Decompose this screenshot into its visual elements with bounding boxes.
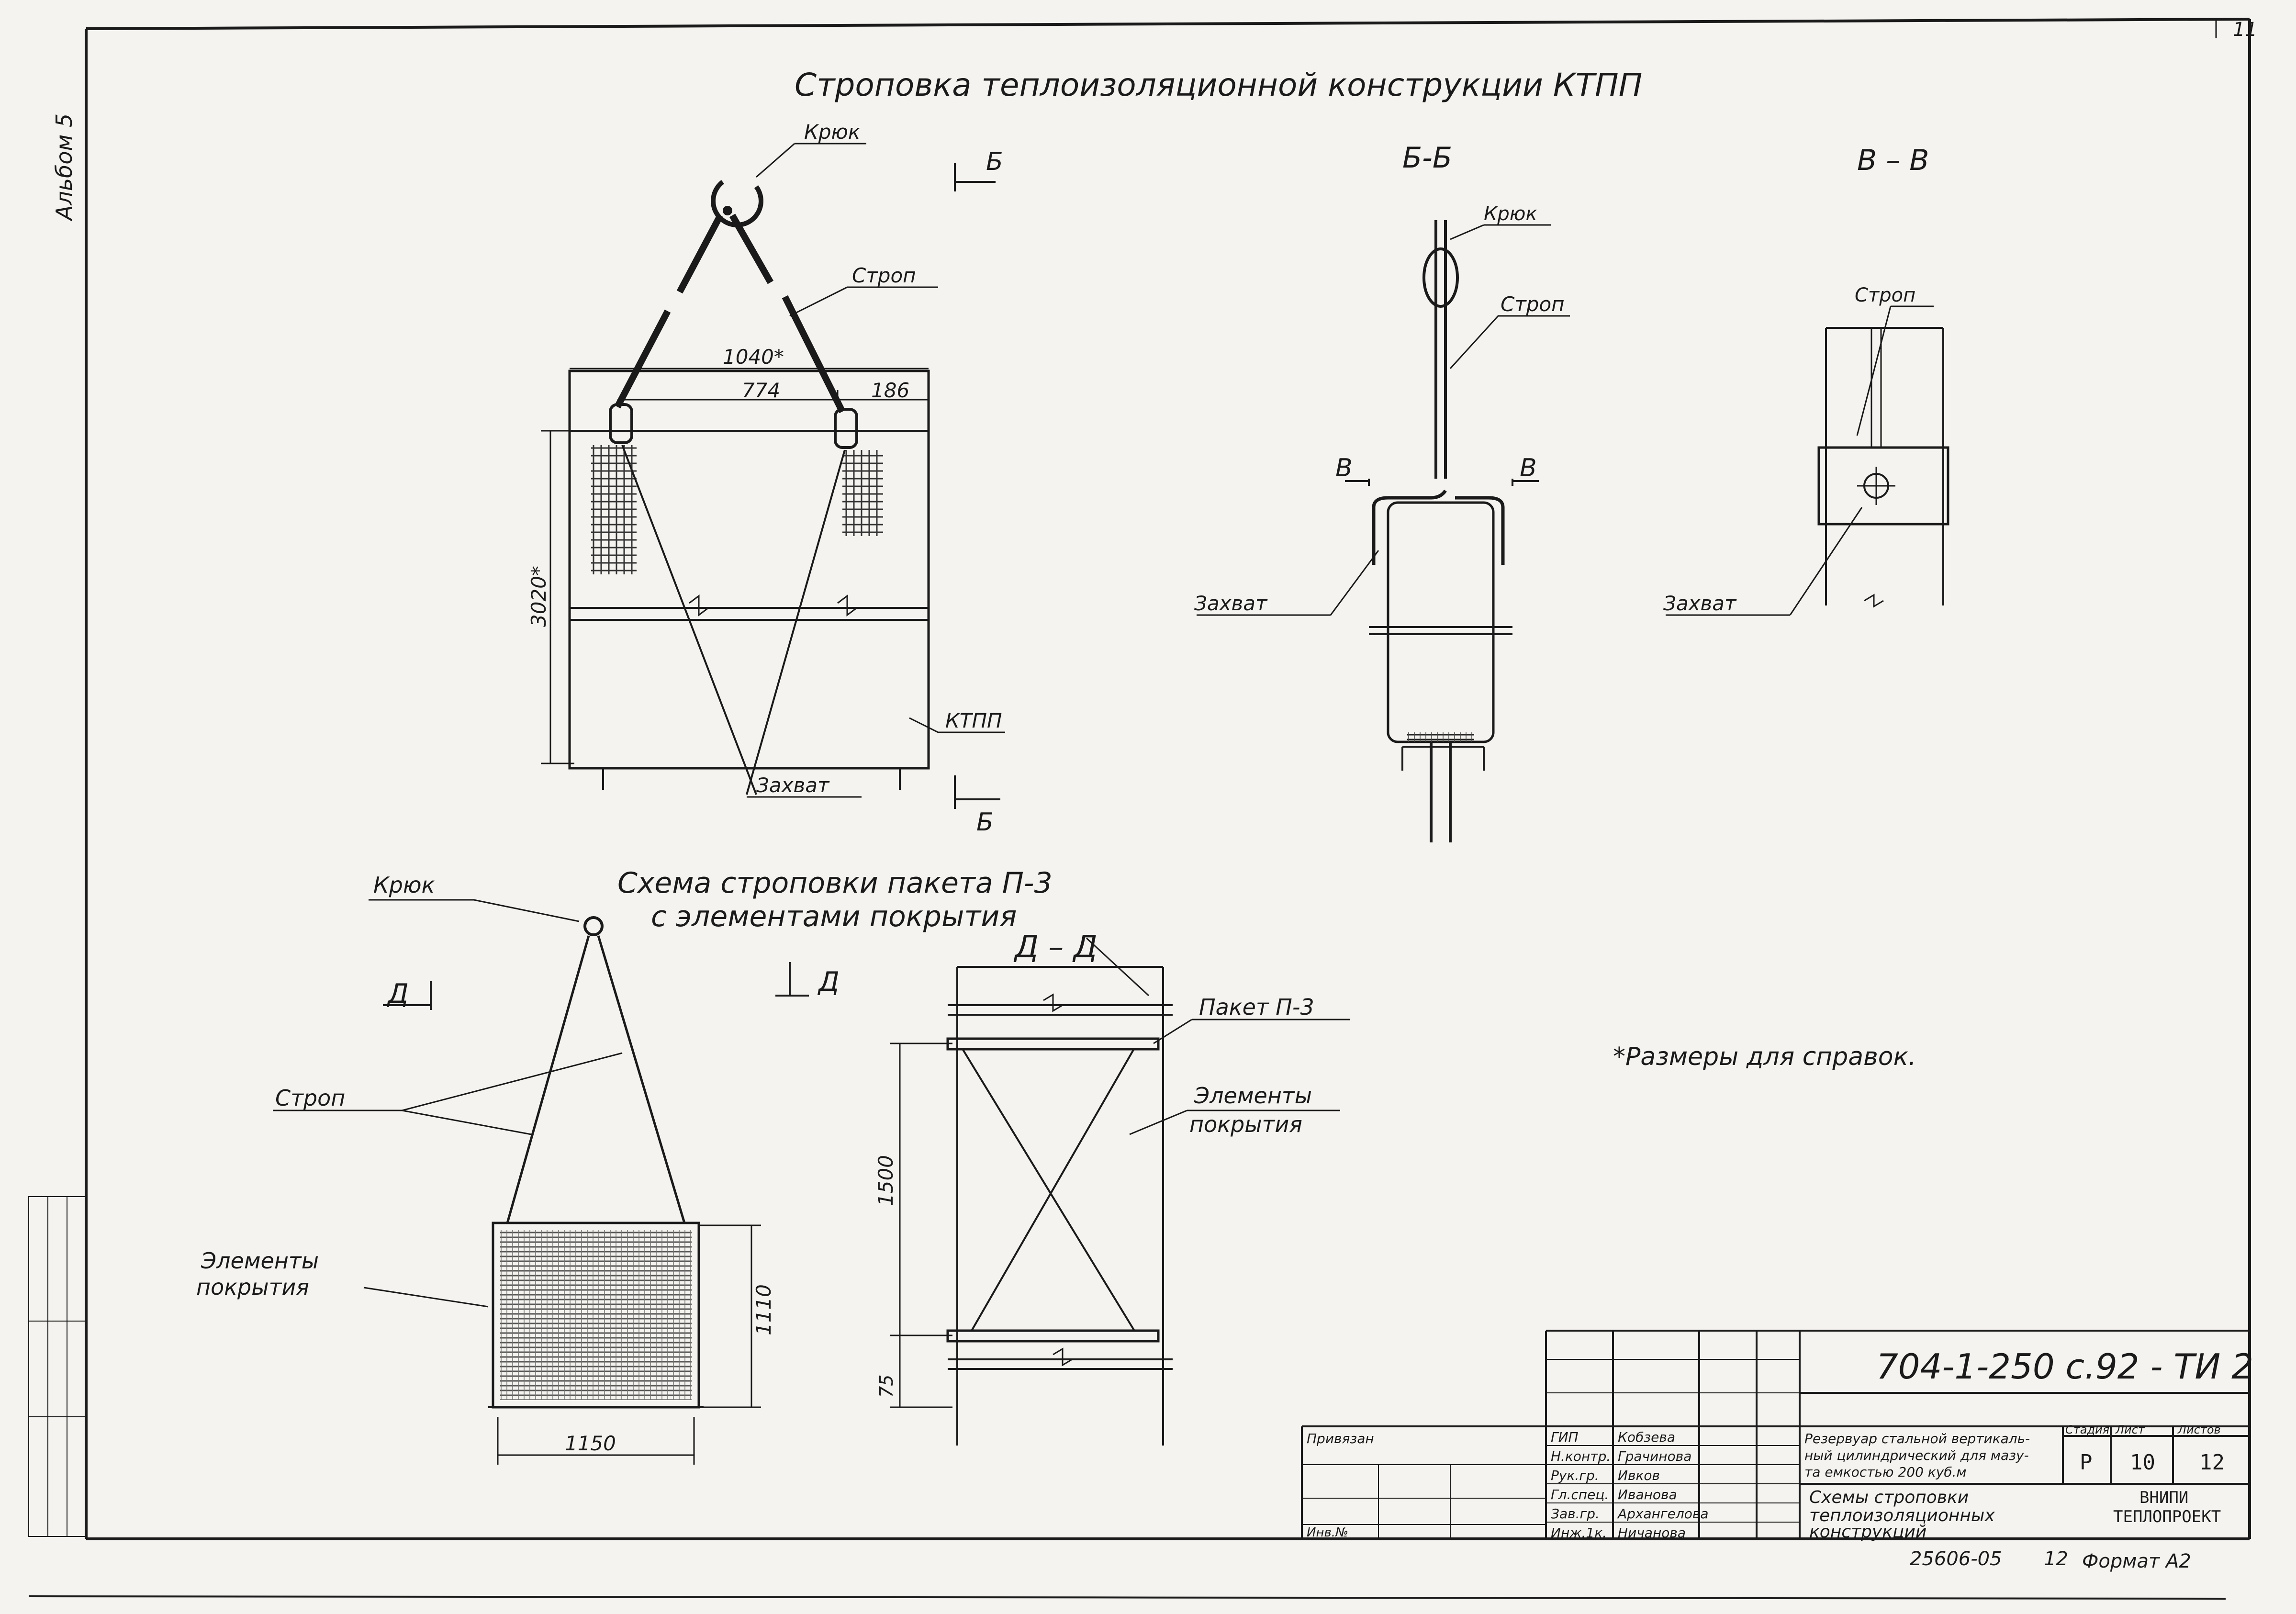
section-bb-grip-label: Захват [1194, 592, 1268, 615]
format-label: Формат А2 [2082, 1550, 2191, 1572]
document-code: 704-1-250 с.92 - ТИ 2 [1876, 1346, 2253, 1387]
drawing2-dim-height: 1110 [752, 1284, 775, 1335]
drawing1-slings [614, 213, 846, 414]
object-text-line2: ный цилиндрический для мазу- [1804, 1447, 2029, 1463]
inventory-label: Инв.№ [1307, 1525, 1348, 1540]
section-dd-elements-line1: Элементы [1194, 1083, 1312, 1109]
section-vv-title: В – В [1857, 144, 1929, 177]
section-cut-marker-top: Б [954, 147, 1003, 191]
section-dd-drawing [946, 966, 1173, 1446]
drawing2-elements-line1: Элементы [201, 1248, 319, 1274]
section-vv-grip-label: Захват [1663, 592, 1737, 615]
names-column: КобзеваГрачиноваИвковИвановаАрхангеловаН… [1617, 1429, 1709, 1541]
section-dd-dim-height: 1500 [874, 1155, 897, 1206]
sheet-title-line1: Схемы строповки [1809, 1488, 1969, 1507]
name-cell-2: Ивков [1618, 1468, 1660, 1483]
section-bb-drawing [1369, 220, 1512, 842]
stage-header: Стадия [2065, 1423, 2109, 1436]
drawing1-title: Строповка теплоизоляционной конструкции … [795, 67, 1642, 103]
svg-text:В: В [1335, 454, 1353, 482]
drawing1-dim-width: 1040* [723, 345, 784, 369]
drawing2-title-line2: с элементами покрытия [651, 900, 1017, 933]
organization-line1: ВНИПИ [2139, 1488, 2188, 1507]
object-text-line3: та емкостью 200 куб.м [1804, 1464, 1967, 1480]
section-bb-hook-label: Крюк [1484, 203, 1537, 225]
svg-text:Д: Д [817, 966, 840, 998]
drawing1-ktpp-label: КТПП [945, 709, 1002, 732]
name-cell-3: Иванова [1618, 1487, 1677, 1502]
sheet-title-line2: теплоизоляционных [1809, 1506, 1995, 1525]
role-cell-3: Гл.спец. [1551, 1487, 1609, 1502]
drawing2-elements-line2: покрытия [196, 1274, 309, 1300]
section-vv-cut-left: В [1335, 454, 1370, 486]
section-bb-title: Б-Б [1402, 141, 1452, 175]
drawing2-package [488, 1222, 704, 1409]
mesh-area-right [842, 450, 883, 536]
sheets-value: 12 [2199, 1450, 2225, 1475]
sheet-value: 10 [2130, 1450, 2155, 1475]
left-margin-stamp [28, 1196, 86, 1537]
copy-number: 12 [2044, 1548, 2068, 1570]
archive-number: 25606-05 [1910, 1548, 2002, 1570]
organization-line2: ТЕПЛОПРОЕКТ [2113, 1507, 2221, 1526]
approved-label: Привязан [1307, 1431, 1374, 1446]
section-dd-dimensions [890, 1042, 952, 1408]
drawing1-dim-side: 186 [871, 379, 909, 402]
name-cell-1: Грачинова [1618, 1448, 1691, 1464]
roles-column: ГИП Н.контр. Рук.гр. Гл.спец. Зав.гр. Инж.1к. [1551, 1429, 1611, 1541]
role-cell-4: Зав.гр. [1551, 1506, 1600, 1522]
section-dd-dim-bottom: 75 [876, 1375, 897, 1398]
section-dd-cut-left: Д [383, 978, 432, 1010]
section-vv-sling-label: Строп [1855, 284, 1915, 306]
section-dd-title: Д – Д [1013, 930, 1098, 965]
drawing2-hook [583, 916, 604, 936]
section-dd-cut-right: Д [775, 962, 840, 998]
section-dd-elements-line2: покрытия [1189, 1111, 1302, 1137]
section-bb-sling-label: Строп [1501, 292, 1565, 316]
drawing2-title-line1: Схема строповки пакета П-3 [617, 866, 1053, 900]
drawing2-slings [506, 935, 686, 1223]
role-cell-0: ГИП [1551, 1429, 1579, 1445]
drawing1-hook [711, 180, 763, 227]
sheet-title-line3: конструкций [1809, 1522, 1926, 1542]
role-cell-2: Рук.гр. [1551, 1468, 1599, 1483]
name-cell-0: Кобзева [1618, 1429, 1675, 1445]
sheet-header: Лист [2115, 1423, 2145, 1436]
drawing1-sling-label: Строп [852, 264, 916, 287]
stage-value: Р [2080, 1450, 2093, 1475]
page-number: 11 [2233, 19, 2257, 41]
drawing1-hook-label: Крюк [804, 120, 861, 144]
name-cell-4: Архангелова [1617, 1506, 1709, 1522]
drawing1-grips [609, 403, 858, 449]
sheets-header: Листов [2177, 1423, 2221, 1436]
section-vv-cut-right: В [1512, 454, 1539, 486]
album-label: Альбом 5 [51, 113, 77, 222]
drawing1-dimensions [541, 368, 929, 764]
svg-text:Б: Б [986, 147, 1003, 176]
drawing1-leader-lines [621, 445, 846, 795]
reference-note: *Размеры для справок. [1613, 1042, 1916, 1071]
drawing1-dim-inner: 774 [742, 379, 780, 402]
drawing2-sling-label: Строп [275, 1085, 345, 1111]
drawing2-dim-width: 1150 [565, 1432, 616, 1455]
svg-text:Б: Б [976, 808, 994, 837]
sheet-frame [28, 18, 2251, 1600]
drawing2-hook-label: Крюк [373, 872, 435, 898]
section-dd-package-label: Пакет П-3 [1199, 994, 1314, 1020]
drawing2-dimensions [497, 1224, 761, 1465]
drawing1-panel [568, 370, 930, 790]
role-cell-5: Инж.1к. [1551, 1525, 1607, 1541]
section-cut-marker-bottom: Б [954, 775, 1000, 837]
title-block [1301, 1330, 2250, 1539]
svg-text:В: В [1520, 454, 1537, 482]
mesh-area-left [591, 445, 637, 574]
drawing1-grip-label: Захват [756, 773, 830, 797]
drawing1-dim-height: 3020* [527, 566, 550, 627]
object-text-line1: Резервуар стальной вертикаль- [1804, 1431, 2030, 1446]
role-cell-1: Н.контр. [1551, 1448, 1611, 1464]
name-cell-5: Ничанова [1618, 1525, 1686, 1541]
